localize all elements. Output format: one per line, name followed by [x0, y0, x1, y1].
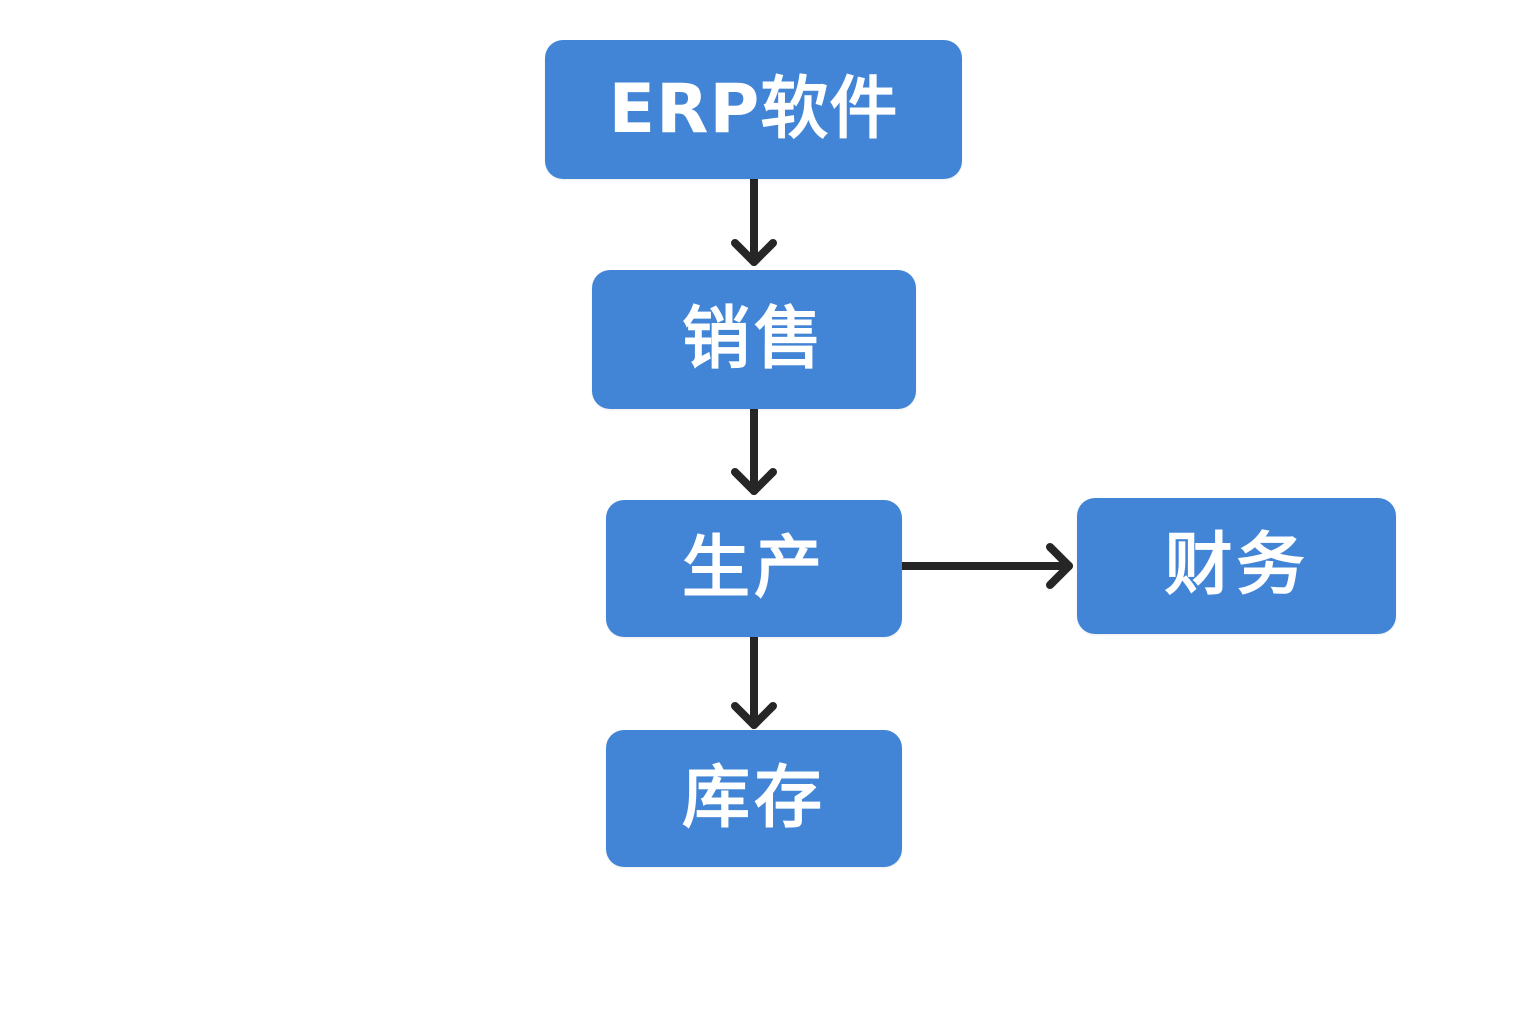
- arrow-production-to-inventory: [731, 633, 777, 729]
- node-production: 生产: [606, 500, 902, 637]
- arrow-erp-to-sales: [731, 175, 777, 266]
- arrow-sales-to-production: [731, 405, 777, 495]
- node-inventory: 库存: [606, 730, 902, 867]
- node-inventory-label: 库存: [681, 758, 826, 838]
- node-finance-label: 财务: [1164, 526, 1309, 605]
- node-sales: 销售: [592, 270, 916, 409]
- arrow-production-to-finance: [898, 543, 1073, 589]
- node-erp-software-label: ERP软件: [608, 69, 899, 149]
- node-sales-label: 销售: [681, 299, 826, 379]
- node-finance: 财务: [1077, 498, 1396, 634]
- node-erp-software: ERP软件: [545, 40, 962, 179]
- node-production-label: 生产: [681, 528, 826, 608]
